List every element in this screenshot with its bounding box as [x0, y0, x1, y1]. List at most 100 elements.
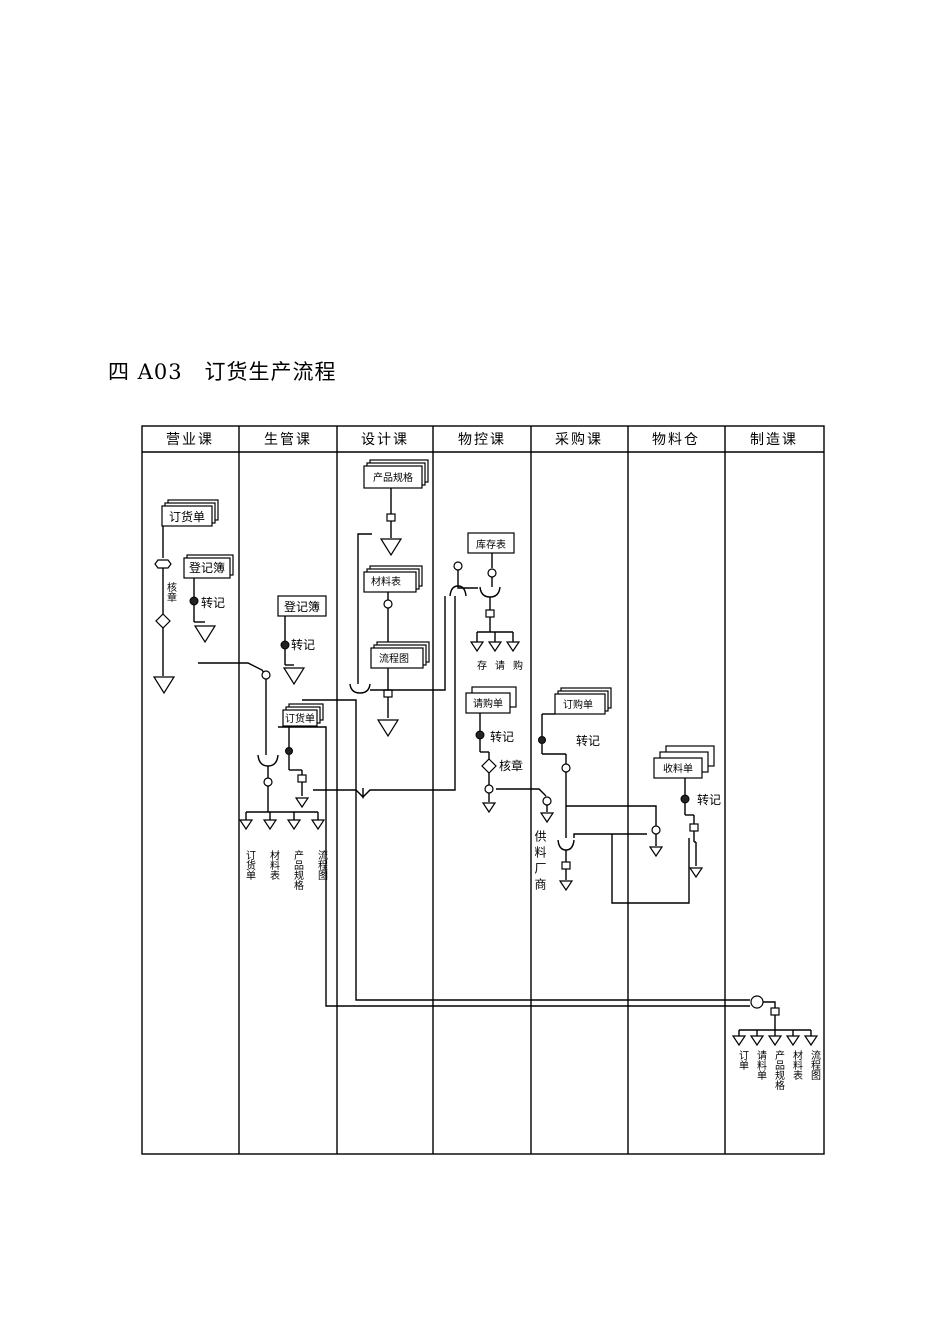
- transfer-label-pc: 转记: [291, 637, 315, 652]
- design-file-triangle-1: [380, 538, 402, 556]
- pc-file-triangle-2: [263, 819, 277, 830]
- doc-purchase-order: 订购单: [554, 687, 612, 715]
- lane-header-purchasing: 采购课: [555, 432, 603, 448]
- svg-text:请购单: 请购单: [473, 697, 503, 710]
- pc-file-triangle-1: [239, 819, 253, 830]
- mfg-small-box: [770, 1007, 780, 1016]
- svg-text:流程图: 流程图: [379, 652, 409, 665]
- mc-left-node: [453, 561, 463, 571]
- sales-start-terminal: [154, 559, 172, 569]
- mfg-file-triangle-1: [732, 1035, 746, 1046]
- lane-header-manufacturing: 制造课: [750, 432, 798, 448]
- mc-inventory-node: [487, 568, 497, 578]
- mfg-file-label-1: 订单: [737, 1050, 749, 1071]
- svg-text:订购单: 订购单: [563, 698, 593, 711]
- supplier-triangle: [540, 812, 554, 823]
- lane-header-warehouse: 物料仓: [652, 432, 700, 448]
- doc-product-spec: 产品规格: [363, 459, 429, 489]
- pc-file-label-2: 材料表: [268, 849, 280, 881]
- svg-text:收料单: 收料单: [663, 762, 693, 775]
- verify-diamond-sales: [155, 613, 171, 629]
- purchase-node: [561, 763, 571, 773]
- doc-pc-order: 订货单: [282, 703, 324, 727]
- doc-flow-chart: 流程图: [370, 641, 430, 669]
- lane-header-material-control: 物控课: [458, 432, 506, 448]
- warehouse-left-triangle: [649, 846, 663, 857]
- lane-header-sales: 营业课: [166, 432, 214, 448]
- warehouse-small-box: [689, 823, 699, 832]
- mc-file-triangle-1: [470, 641, 484, 652]
- mfg-merge-node: [750, 995, 764, 1009]
- transfer-node-mc: [475, 730, 485, 740]
- lane-header-design: 设计课: [361, 432, 409, 448]
- doc-order-form: 订货单: [161, 499, 219, 527]
- doc-inventory: 库存表: [467, 532, 515, 554]
- pc-transfer-dot: [285, 747, 293, 755]
- sales-file-triangle: [153, 676, 175, 694]
- pc-small-triangle: [295, 797, 309, 808]
- page-title: 四 A03 订货生产流程: [108, 360, 337, 384]
- svg-text:订货单: 订货单: [169, 509, 205, 524]
- mc-file-triangle-2: [488, 641, 502, 652]
- purchase-file-triangle: [559, 880, 573, 891]
- svg-text:登记簿: 登记簿: [284, 599, 320, 614]
- pc-connector-node: [261, 670, 271, 680]
- supplier-label: 供料厂商: [533, 830, 547, 894]
- design-small-box-2: [383, 689, 393, 698]
- transfer-node-purchase: [538, 736, 546, 744]
- lane-header-production-control: 生管课: [264, 432, 312, 448]
- doc-ledger-sales: 登记簿: [183, 554, 234, 579]
- doc-request-form: 请购单: [465, 686, 517, 714]
- svg-text:登记簿: 登记簿: [189, 560, 225, 575]
- warehouse-left-node: [651, 825, 661, 835]
- transfer-label-purchase: 转记: [576, 733, 600, 748]
- supplier-node: [542, 796, 552, 806]
- doc-ledger-pc: 登记簿: [277, 595, 327, 617]
- mfg-file-label-2: 请料单: [755, 1049, 767, 1081]
- design-small-box-1: [386, 513, 396, 522]
- design-file-triangle-2: [377, 719, 399, 737]
- transfer-node-sales: [189, 596, 199, 606]
- mc-file-triangle-3: [506, 641, 520, 652]
- verify-label-mc: 核章: [499, 758, 523, 773]
- pc-ledger-triangle: [283, 667, 305, 685]
- svg-text:核章: 核章: [165, 581, 177, 602]
- verify-label-sales: 核章: [165, 581, 177, 602]
- mfg-file-triangle-5: [804, 1035, 818, 1046]
- svg-text:材料表: 材料表: [371, 575, 401, 588]
- mfg-file-label-3: 产品规格: [773, 1049, 785, 1091]
- transfer-label-mc: 转记: [490, 729, 514, 744]
- warehouse-right-triangle: [689, 867, 703, 878]
- mfg-file-triangle-3: [768, 1035, 782, 1046]
- pc-file-triangle-4: [311, 819, 325, 830]
- transfer-node-warehouse: [680, 794, 690, 804]
- svg-text:产品规格: 产品规格: [373, 471, 413, 484]
- doc-material-list: 材料表: [363, 565, 423, 593]
- design-node-material: [383, 599, 393, 609]
- verify-diamond-mc: [481, 758, 497, 774]
- pc-file-triangle-3: [287, 819, 301, 830]
- purchase-small-box: [561, 861, 571, 870]
- mc-file-label-1: 存: [475, 659, 487, 670]
- mfg-file-label-5: 流程图: [809, 1049, 821, 1081]
- pc-file-label-3: 产品规格: [292, 849, 304, 891]
- transfer-label-warehouse: 转记: [697, 792, 721, 807]
- mc-small-box-1: [485, 609, 495, 618]
- mc-file-triangle-4: [482, 802, 496, 813]
- pc-small-box: [297, 774, 307, 783]
- mc-file-label-3: 购: [511, 659, 523, 671]
- pc-file-label-4: 流程图: [316, 849, 328, 881]
- mc-file-label-2: 请: [493, 659, 505, 671]
- svg-text:库存表: 库存表: [476, 538, 506, 551]
- pc-merge-node: [263, 777, 273, 787]
- mfg-file-label-4: 材料表: [791, 1049, 803, 1081]
- mfg-file-triangle-4: [786, 1035, 800, 1046]
- pc-file-label-1: 订货单: [244, 850, 256, 881]
- transfer-node-pc: [280, 640, 290, 650]
- transfer-label-sales: 转记: [201, 595, 225, 610]
- svg-text:订货单: 订货单: [285, 712, 315, 725]
- doc-receiving-form: 收料单: [653, 745, 715, 779]
- ledger-file-triangle: [194, 625, 216, 643]
- mc-verify-node: [484, 784, 494, 794]
